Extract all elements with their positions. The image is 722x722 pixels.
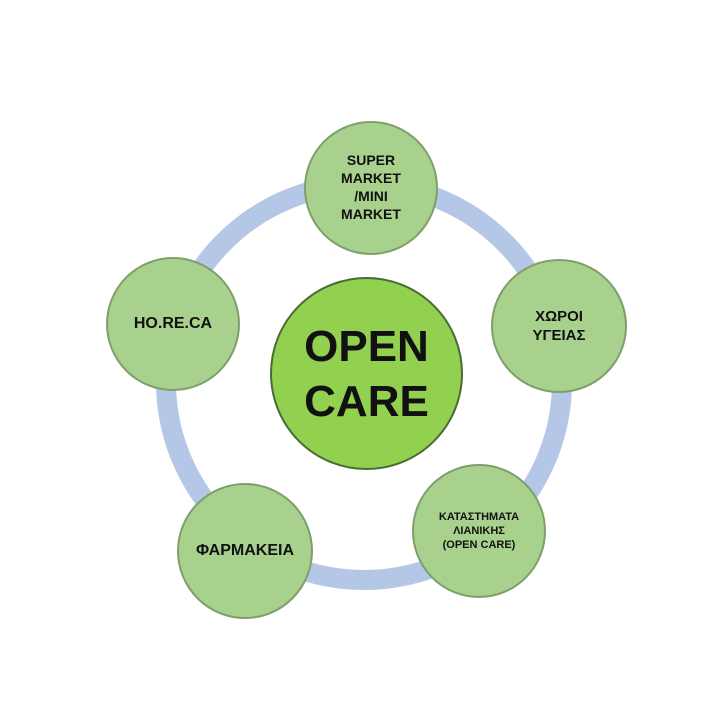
node-label: ΚΑΤΑΣΤΗΜΑΤΑ ΛΙΑΝΙΚΗΣ (OPEN CARE): [438, 510, 520, 552]
node-xoroi-ygeias: ΧΩΡΟΙ ΥΓΕΙΑΣ: [491, 259, 627, 393]
node-label: ΦΑΡΜΑΚΕΙΑ: [195, 541, 295, 559]
node-super-market: SUPER MARKET /MINI MARKET: [304, 121, 438, 255]
node-label: HO.RE.CA: [133, 314, 213, 332]
node-label: ΧΩΡΟΙ ΥΓΕΙΑΣ: [532, 307, 586, 344]
node-katastimata-lianikis: ΚΑΤΑΣΤΗΜΑΤΑ ΛΙΑΝΙΚΗΣ (OPEN CARE): [412, 464, 546, 598]
center-label: OPEN CARE: [304, 321, 429, 426]
center-circle-open-care: OPEN CARE: [270, 277, 463, 470]
node-label: SUPER MARKET /MINI MARKET: [341, 152, 401, 222]
node-farmakeia: ΦΑΡΜΑΚΕΙΑ: [177, 483, 313, 619]
node-horeca: HO.RE.CA: [106, 257, 240, 391]
